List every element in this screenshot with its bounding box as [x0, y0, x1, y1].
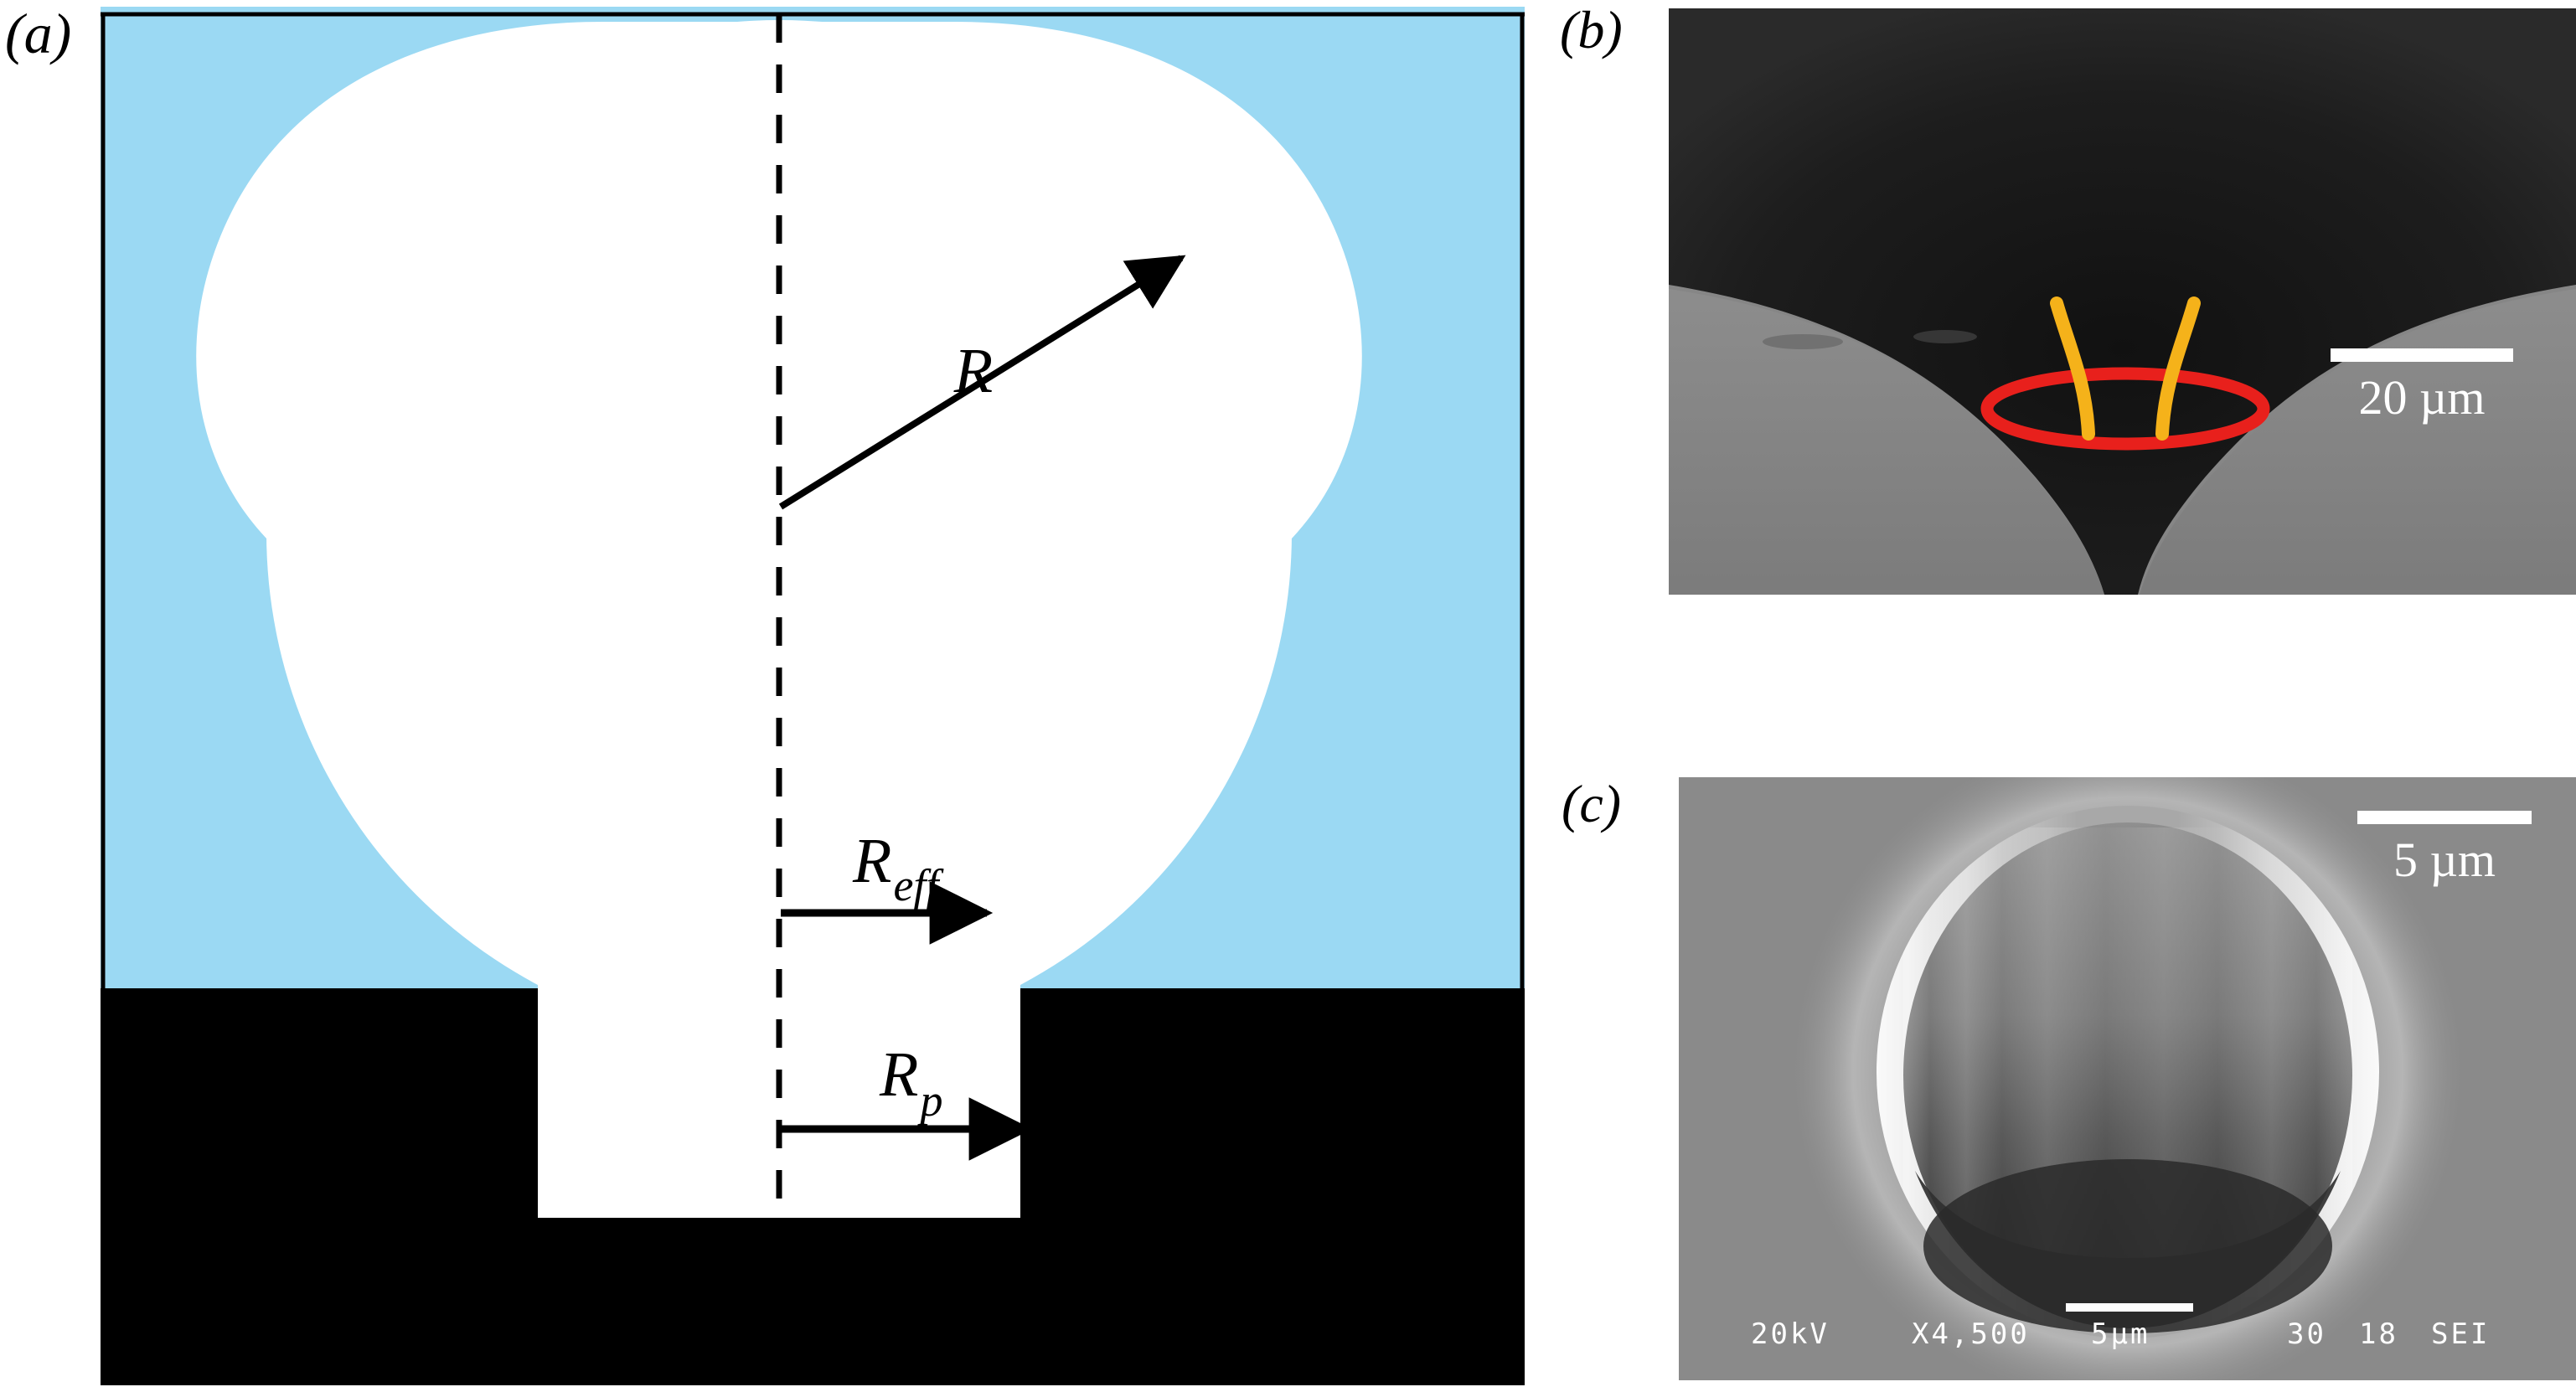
panel-b-scale-label: 20 µm	[2358, 370, 2485, 425]
micrograph-dark-region	[1669, 8, 2576, 595]
panel-label-b: (b)	[1560, 0, 1623, 59]
meniscus-trace-left-overlay	[2050, 296, 2095, 441]
micrograph-artifact-mid	[1913, 330, 1977, 343]
panel-a-svg: R Reff Rp	[101, 7, 1525, 1385]
sem-working-distance-readout: 30	[2287, 1317, 2326, 1351]
sem-detector-readout: SEI	[2431, 1317, 2490, 1351]
micrograph-right-shoulder	[2140, 289, 2576, 595]
panel-a-schematic: R Reff Rp	[101, 7, 1525, 1385]
sem-frame-number-readout: 18	[2359, 1317, 2398, 1351]
sem-bore-shadow	[1923, 1159, 2332, 1333]
micrograph-left-shoulder	[1669, 289, 2104, 595]
panel-label-c: (c)	[1562, 774, 1622, 833]
micrograph-noise-overlay	[1669, 8, 2576, 595]
contact-line-ellipse-overlay	[1980, 367, 2270, 451]
panel-c-sem-image: 5 µm 20kV X4,500 5µm 30 18 SEI	[1679, 777, 2576, 1380]
panel-b-svg: 20 µm	[1669, 8, 2576, 595]
sem-magnification-readout: X4,500	[1912, 1317, 2030, 1351]
radius-arrow-R	[778, 255, 1186, 510]
panel-c-scale-label: 5 µm	[2393, 833, 2496, 887]
panel-b-micrograph: 20 µm	[1669, 8, 2576, 595]
sem-internal-scale-bar	[2066, 1303, 2193, 1312]
panel-label-a: (a)	[5, 2, 72, 65]
sem-voltage-readout: 20kV	[1751, 1317, 1830, 1351]
radius-label-R: R	[953, 336, 993, 406]
panel-b-scale-bar	[2331, 348, 2513, 362]
panel-c-svg: 5 µm 20kV X4,500 5µm 30 18 SEI	[1679, 777, 2576, 1380]
meniscus-trace-right-overlay	[2155, 296, 2201, 441]
micrograph-artifact-left	[1763, 334, 1843, 349]
panel-c-scale-bar	[2357, 811, 2532, 824]
sem-scale-marker-readout: 5µm	[2091, 1317, 2150, 1351]
